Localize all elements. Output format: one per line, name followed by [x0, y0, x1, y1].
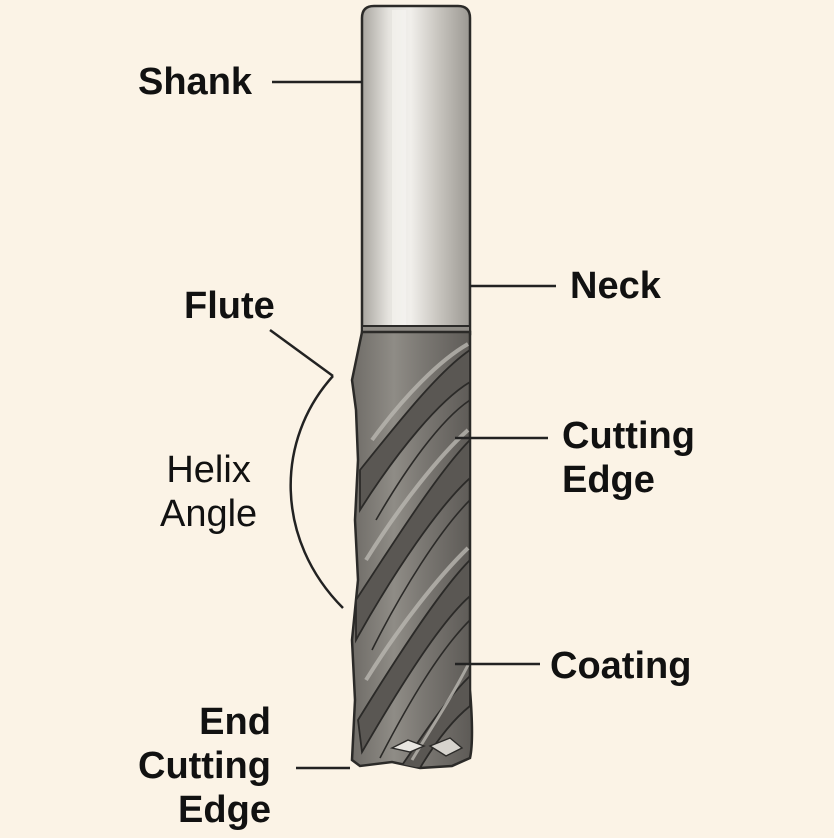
flute-leader	[269, 328, 334, 378]
fluted-body	[350, 330, 474, 770]
coating-label: Coating	[550, 645, 692, 687]
cutting-edge-label: Cutting Edge	[562, 415, 695, 501]
neck-label: Neck	[570, 265, 661, 307]
shank-label: Shank	[138, 61, 253, 103]
flute-label: Flute	[184, 285, 275, 327]
helix-angle-arc	[289, 375, 344, 609]
shank	[360, 4, 472, 336]
helix-angle-label: Helix Angle	[160, 449, 258, 535]
end-cutting-edge-label: End Cutting Edge	[138, 701, 271, 831]
